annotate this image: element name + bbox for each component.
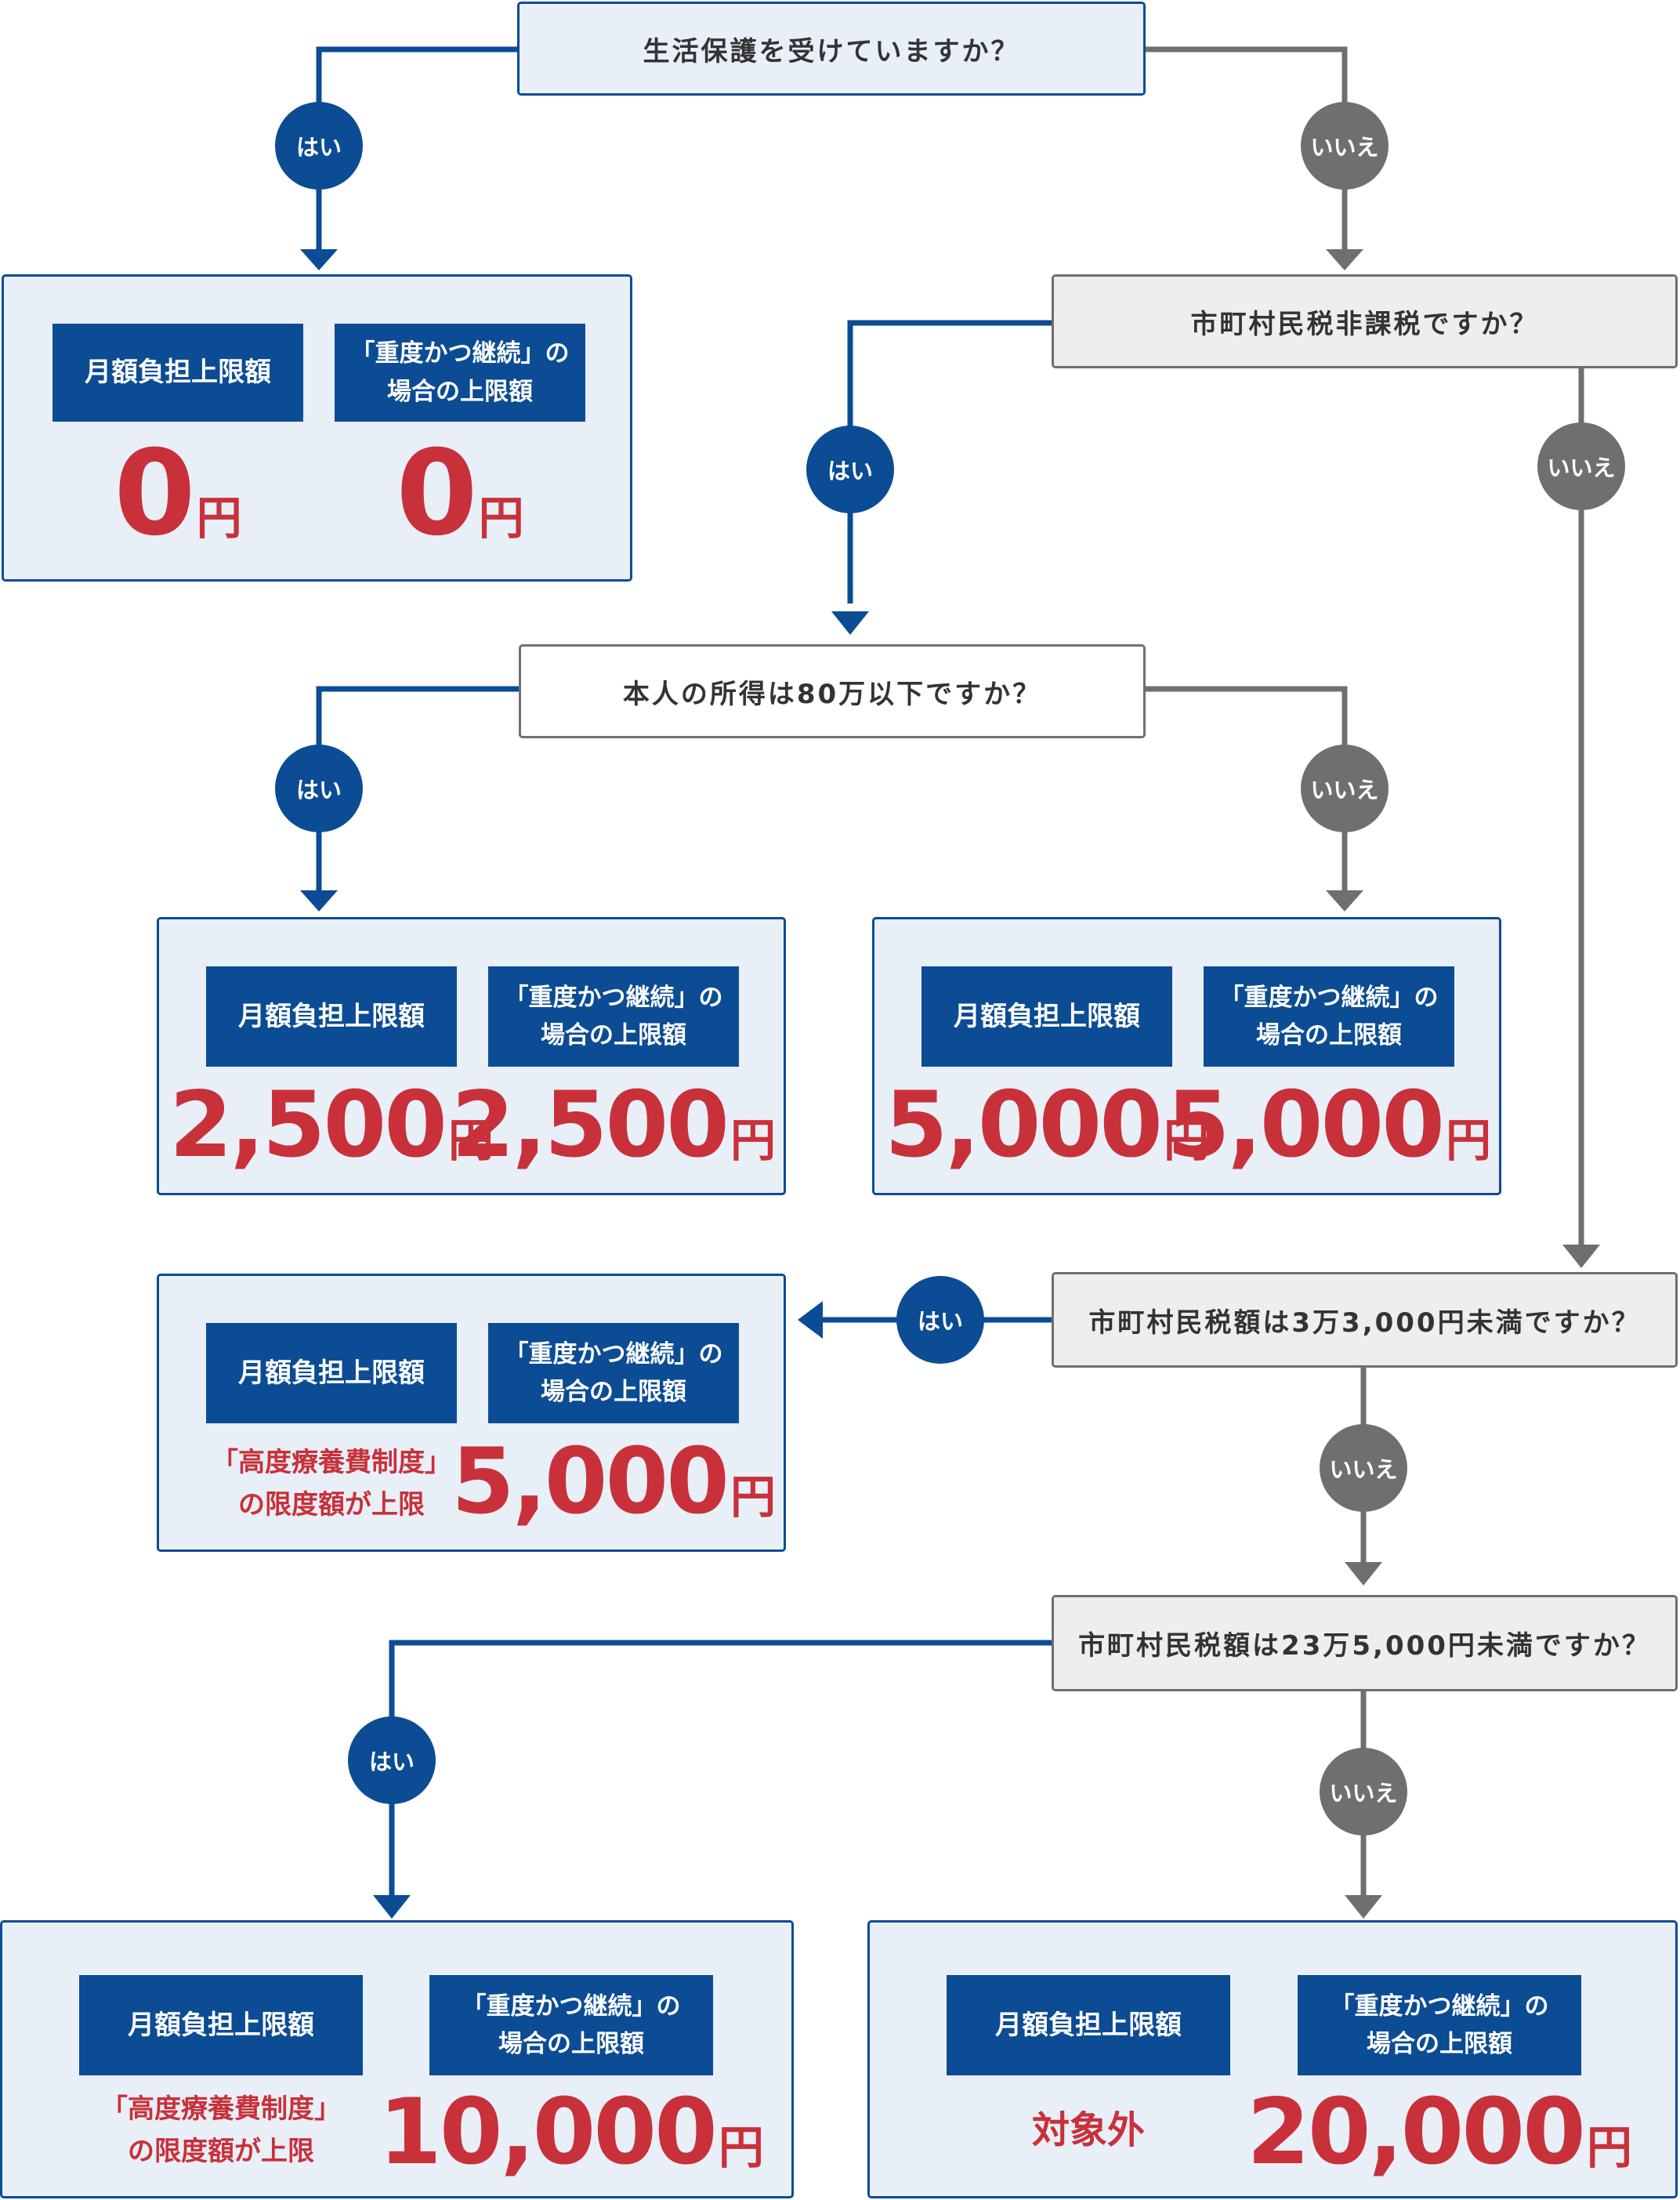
arrowhead [831, 611, 869, 635]
answer-no-badge: いいえ [1320, 1748, 1407, 1836]
yen-unit: 円 [447, 1114, 494, 1167]
arrowhead [1326, 890, 1363, 912]
arrowhead [373, 1895, 411, 1919]
answer-no-badge: いいえ [1537, 422, 1625, 510]
yen-unit: 円 [1586, 2121, 1632, 2174]
label-line: 「重度かつ継続」の [504, 983, 723, 1012]
arrowhead [300, 249, 338, 270]
label-line: 「重度かつ継続」の [504, 1339, 723, 1368]
note-line: の限度額が上限 [238, 1489, 425, 1520]
label-line: 場合の上限額 [1256, 1021, 1402, 1049]
question-public-assistance: 生活保護を受けていますか？ [517, 2, 1146, 96]
severe-continuous-limit-label: 「重度かつ継続」の 場合の上限額 [1204, 966, 1454, 1067]
amount-value: 20,000 [1247, 2079, 1586, 2185]
amount-value: 2,500 [451, 1072, 730, 1178]
monthly-limit-label: 月額負担上限額 [206, 1323, 457, 1423]
connector-q5-yes [389, 1640, 1052, 1897]
high-cost-medical-note: 「高度療養費制度」 の限度額が上限 [175, 1437, 488, 1531]
answer-yes-badge: はい [275, 102, 363, 190]
arrowhead [1345, 1895, 1382, 1919]
severe-continuous-limit-label: 「重度かつ継続」の 場合の上限額 [1298, 1975, 1581, 2075]
result-panel-tax-under-33000: 月額負担上限額 「重度かつ継続」の 場合の上限額 「高度療養費制度」 の限度額が… [157, 1274, 786, 1552]
yen-unit: 円 [730, 1470, 776, 1524]
monthly-limit-label: 月額負担上限額 [206, 966, 457, 1067]
result-panel-tax-under-235000: 月額負担上限額 「重度かつ継続」の 場合の上限額 「高度療養費制度」 の限度額が… [0, 1920, 794, 2198]
severe-continuous-limit-label: 「重度かつ継続」の 場合の上限額 [488, 1323, 739, 1423]
yen-unit: 円 [478, 491, 524, 545]
yen-unit: 円 [196, 491, 242, 545]
label-line: 場合の上限額 [498, 2030, 644, 2058]
monthly-limit-label: 月額負担上限額 [947, 1975, 1230, 2075]
amount-value: 5,000 [885, 1072, 1163, 1178]
label-line: 場合の上限額 [387, 377, 533, 406]
answer-yes-badge: はい [806, 426, 894, 513]
note-line: 「高度療養費制度」 [101, 2093, 341, 2125]
answer-yes-badge: はい [275, 745, 363, 832]
yen-unit: 円 [730, 1114, 776, 1167]
label-line: 「重度かつ継続」の [1219, 983, 1439, 1012]
arrowhead [798, 1301, 823, 1339]
arrowhead [1345, 1562, 1382, 1586]
arrowhead [1562, 1245, 1600, 1268]
severe-continuous-limit-label: 「重度かつ継続」の 場合の上限額 [429, 1975, 713, 2075]
label-line: 場合の上限額 [1367, 2030, 1512, 2058]
amount-value: 5,000 [451, 1429, 730, 1535]
question-income-800k: 本人の所得は80万以下ですか？ [519, 644, 1146, 738]
monthly-limit-label: 月額負担上限額 [921, 966, 1172, 1067]
label-line: 場合の上限額 [541, 1378, 686, 1406]
answer-yes-badge: はい [896, 1276, 984, 1364]
answer-yes-badge: はい [348, 1716, 436, 1804]
severe-continuous-limit-label: 「重度かつ継続」の 場合の上限額 [488, 966, 739, 1067]
monthly-limit-label: 月額負担上限額 [79, 1975, 363, 2075]
label-line: 場合の上限額 [541, 1021, 686, 1049]
note-line: 「高度療養費制度」 [212, 1446, 451, 1478]
note-line: の限度額が上限 [128, 2136, 314, 2167]
severe-continuous-limit-label: 「重度かつ継続」の 場合の上限額 [335, 324, 585, 422]
amount-value: 5,000 [1167, 1072, 1445, 1178]
monthly-limit-label: 月額負担上限額 [52, 324, 303, 422]
amount-value: 0 [396, 426, 477, 562]
answer-no-badge: いいえ [1301, 745, 1389, 832]
question-tax-33000: 市町村民税額は3万3,000円未満ですか？ [1052, 1272, 1678, 1368]
answer-no-badge: いいえ [1320, 1424, 1407, 1512]
yen-unit: 円 [1445, 1114, 1491, 1167]
question-tax-exempt: 市町村民税非課税ですか？ [1052, 274, 1678, 368]
answer-no-badge: いいえ [1301, 102, 1389, 190]
label-line: 「重度かつ継続」の [350, 339, 570, 368]
amount-value: 0 [114, 426, 195, 562]
amount-value: 2,500 [169, 1072, 447, 1178]
amount-value: 10,000 [378, 2079, 718, 2185]
arrowhead [300, 890, 338, 912]
yen-unit: 円 [1163, 1114, 1209, 1167]
question-tax-235000: 市町村民税額は23万5,000円未満ですか？ [1052, 1595, 1678, 1691]
yen-unit: 円 [718, 2121, 764, 2174]
not-applicable-note: 対象外 [1031, 2108, 1145, 2152]
high-cost-medical-note: 「高度療養費制度」 の限度額が上限 [64, 2083, 378, 2177]
arrowhead [1326, 249, 1363, 270]
label-line: 「重度かつ継続」の [462, 1992, 681, 2021]
label-line: 「重度かつ継続」の [1330, 1992, 1549, 2021]
